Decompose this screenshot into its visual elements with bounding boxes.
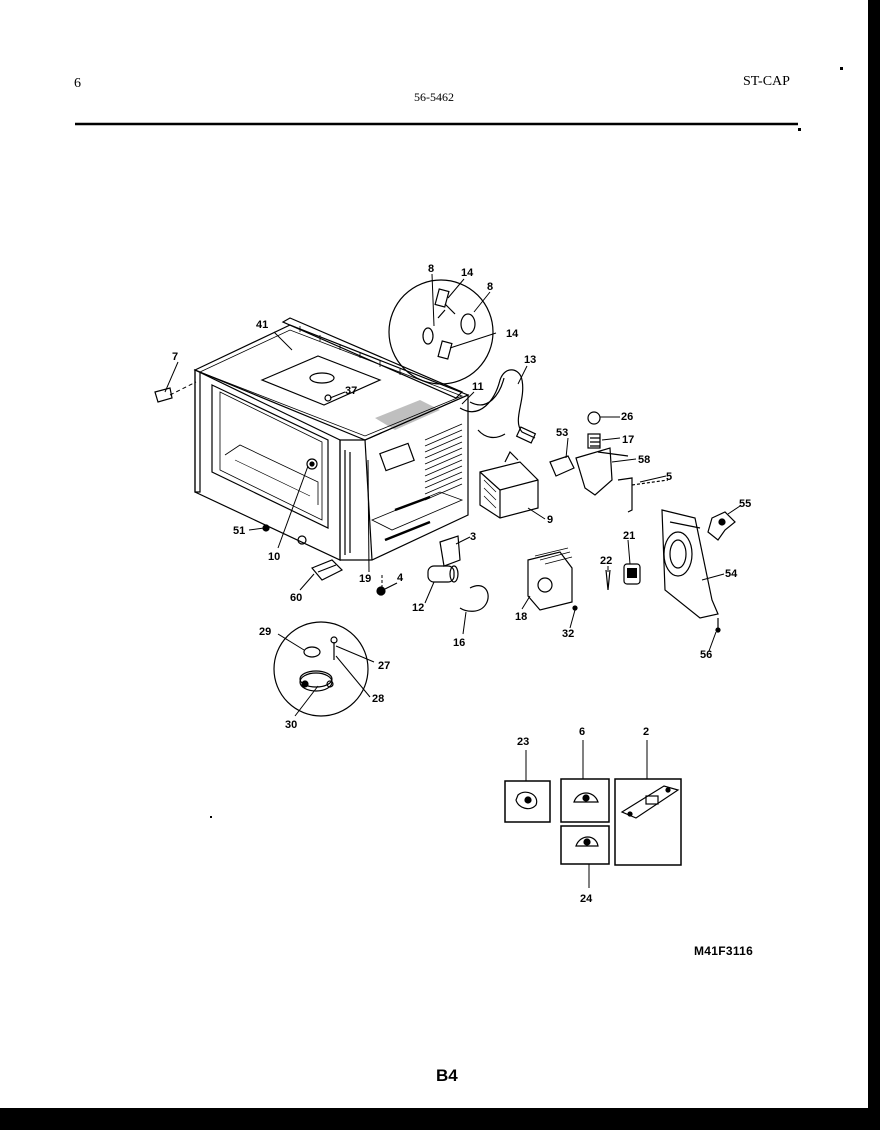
callout-label: 3 (470, 531, 476, 543)
exploded-parts-view: 8 14 8 14 41 7 37 13 11 26 53 17 58 5 55… (75, 67, 843, 905)
callout-label: 27 (378, 660, 390, 672)
callout-label: 17 (622, 434, 634, 446)
callout-label: 8 (428, 263, 434, 275)
callout-label: 41 (256, 319, 268, 331)
callout-label: 5 (666, 471, 672, 483)
oven-cabinet-drawing (193, 317, 470, 561)
page-code: B4 (436, 1066, 458, 1085)
callout-label: 18 (515, 611, 527, 623)
callout-leaders (164, 273, 741, 888)
speck (798, 128, 801, 131)
callout-label: 14 (506, 328, 519, 340)
page-number: 6 (74, 76, 81, 91)
callout-label: 22 (600, 555, 612, 567)
magnetron (527, 547, 578, 611)
model-code: M41F3116 (694, 944, 754, 958)
callout-label: 8 (487, 281, 493, 293)
callout-label: 11 (472, 381, 484, 393)
high-voltage-transformer (479, 450, 539, 519)
callout-labels: 8 14 8 14 41 7 37 13 11 26 53 17 58 5 55… (172, 263, 751, 905)
callout-label: 58 (638, 454, 650, 466)
speck (840, 67, 843, 70)
callout-label: 24 (580, 893, 593, 905)
callout-label: 14 (461, 267, 474, 279)
section-code: ST-CAP (743, 74, 790, 89)
brackets-and-spring (549, 411, 669, 513)
callout-label: 16 (453, 637, 465, 649)
callout-label: 54 (725, 568, 738, 580)
power-cord (459, 369, 537, 444)
callout-label: 32 (562, 628, 574, 640)
interlock-switch-detail (388, 279, 494, 385)
speck (210, 816, 212, 818)
callout-label: 37 (345, 385, 357, 397)
callout-label: 29 (259, 626, 271, 638)
callout-label: 28 (372, 693, 384, 705)
inset-parts-boxes (504, 778, 682, 866)
callout-label: 2 (643, 726, 649, 738)
callout-label: 53 (556, 427, 568, 439)
callout-label: 55 (739, 498, 751, 510)
callout-label: 60 (290, 592, 302, 604)
part-number: 56-5462 (414, 90, 454, 104)
fasteners (154, 387, 398, 596)
callout-label: 9 (547, 514, 553, 526)
callout-label: 19 (359, 573, 371, 585)
callout-label: 4 (397, 572, 404, 584)
capacitor-clamp-diode (427, 535, 489, 612)
callout-label: 13 (524, 354, 536, 366)
callout-label: 21 (623, 530, 635, 542)
thermal-cutout (605, 563, 641, 591)
callout-label: 12 (412, 602, 424, 614)
mounting-bracket (311, 559, 344, 581)
callout-label: 6 (579, 726, 585, 738)
fan-motor-assembly (661, 509, 736, 633)
callout-label: 51 (233, 525, 245, 537)
callout-label: 23 (517, 736, 529, 748)
turntable-motor-detail (273, 621, 369, 717)
callout-label: 30 (285, 719, 297, 731)
callout-label: 7 (172, 351, 178, 363)
callout-label: 26 (621, 411, 633, 423)
callout-label: 56 (700, 649, 712, 661)
callout-label: 10 (268, 551, 280, 563)
